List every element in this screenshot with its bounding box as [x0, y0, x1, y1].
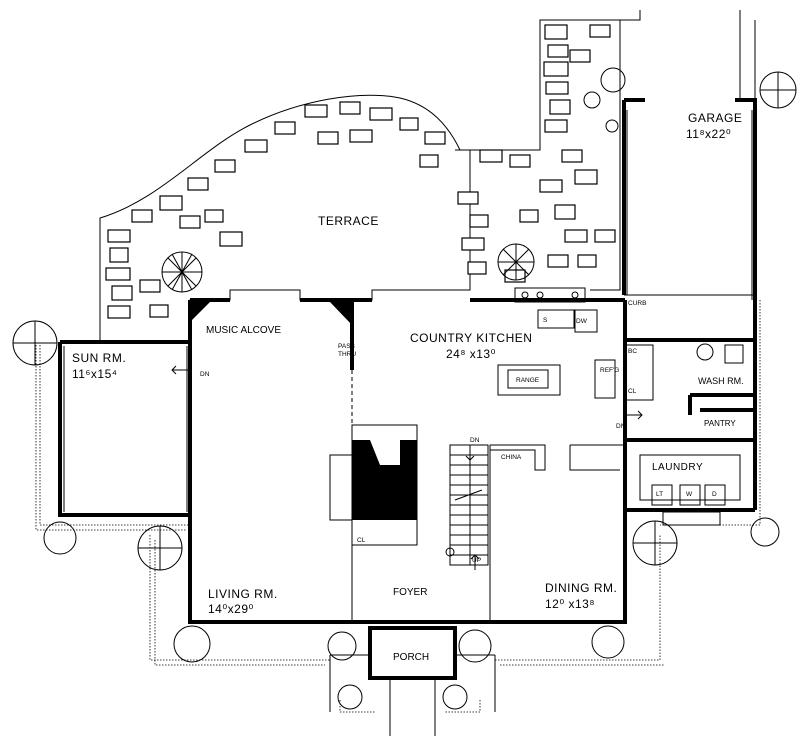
terrace-stones: [105, 101, 489, 319]
laundry-label: LAUNDRY: [652, 462, 703, 473]
pantry-label: PANTRY: [704, 419, 736, 428]
sun-room-down-label: DN: [200, 371, 210, 378]
porch: [329, 626, 496, 736]
range-label: RANGE: [516, 377, 540, 384]
sink-label: S: [543, 317, 548, 324]
garage: [622, 10, 757, 510]
stair-down-label: DN: [470, 437, 480, 444]
dishwasher-label: DW: [576, 318, 588, 325]
sun-room-label: SUN RM.: [72, 351, 126, 365]
landscape-trees: [12, 320, 780, 710]
stair-up-label: UP: [472, 557, 481, 564]
curb-label: CURB: [628, 300, 646, 307]
pass-thru-label-1: PASS: [338, 343, 356, 350]
living-room-dims: 14⁰x29⁰: [208, 602, 254, 616]
walkway-tree: [497, 243, 535, 281]
terrace-label: TERRACE: [318, 214, 379, 228]
garage-label: GARAGE: [688, 111, 742, 125]
pass-thru-label-2: THRU: [338, 351, 356, 358]
foyer-label: FOYER: [393, 587, 427, 598]
staircase: [445, 444, 489, 566]
sun-room-dims: 11⁶x15⁴: [72, 367, 117, 381]
music-alcove-label: MUSIC ALCOVE: [206, 325, 281, 336]
stone-walkway: [455, 10, 641, 291]
china-label: CHINA: [501, 454, 522, 461]
shrub-top: [583, 67, 626, 133]
dining-room-dims: 12⁰ x13⁸: [545, 597, 595, 611]
hedges: [35, 300, 761, 713]
bc-label: BC: [628, 348, 637, 355]
fireplace: [329, 424, 418, 546]
laundry-tub-label: LT: [656, 491, 663, 498]
door-arrows: [171, 365, 643, 570]
kitchen-dims: 24⁸ x13⁰: [446, 347, 496, 361]
garage-dims: 11⁸x22⁰: [686, 127, 731, 141]
service-wing: [623, 338, 755, 526]
wash-room-label: WASH RM.: [698, 376, 744, 386]
kitchen-closet-label: CL: [628, 388, 637, 395]
kitchen-label: COUNTRY KITCHEN: [410, 331, 532, 345]
garage-tree: [759, 71, 797, 109]
terrace-area: [99, 94, 489, 343]
dining-room-label: DINING RM.: [545, 581, 617, 595]
porch-label: PORCH: [393, 652, 429, 663]
washer-label: W: [686, 491, 693, 498]
refrigerator-label: REF'G: [600, 367, 619, 374]
terrace-tree-left: [161, 251, 203, 293]
living-room-label: LIVING RM.: [208, 587, 278, 601]
dryer-label: D: [712, 491, 717, 498]
kitchen-fixtures: [497, 287, 616, 399]
laundry-down-label: DN: [616, 423, 626, 430]
living-closet-label: CL: [357, 537, 366, 544]
